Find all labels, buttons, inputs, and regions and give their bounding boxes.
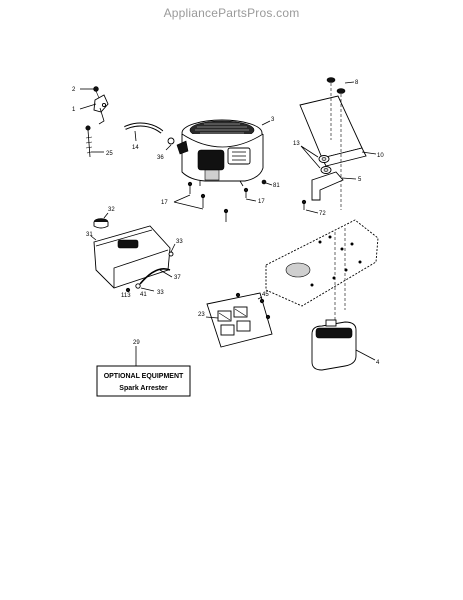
callout-45: 45 (262, 292, 269, 298)
fitting-part (261, 179, 273, 186)
fuel-line-lower-part (125, 243, 176, 293)
callout-25: 25 (106, 151, 113, 157)
frame-plate-part (265, 219, 379, 320)
callout-81: 81 (273, 183, 280, 189)
callout-10: 10 (377, 153, 384, 159)
callout-3: 3 (271, 117, 275, 123)
callout-33-lower: 33 (157, 290, 164, 296)
callout-32: 32 (108, 207, 115, 213)
callout-113: 113 (121, 293, 131, 299)
fuel-tank-part (90, 225, 171, 289)
callout-72: 72 (319, 211, 326, 217)
muffler-part (311, 319, 376, 371)
callout-33-upper: 33 (176, 239, 183, 245)
callout-17-left: 17 (161, 200, 168, 206)
fuel-line-part (124, 122, 164, 142)
fuel-cap-part (93, 212, 109, 229)
upper-bracket-part (299, 95, 377, 167)
callout-36: 36 (157, 155, 164, 161)
bushings-part (300, 145, 332, 174)
callout-29: 29 (133, 340, 140, 346)
callout-1: 1 (72, 107, 76, 113)
lower-bracket-part (311, 171, 357, 201)
callout-2: 2 (72, 87, 76, 93)
engine-mount-bolts-part (173, 181, 257, 222)
callout-14: 14 (132, 145, 139, 151)
bolt-72-part (301, 199, 319, 214)
callout-4: 4 (376, 360, 380, 366)
callout-31: 31 (86, 232, 93, 238)
optional-equipment-title: OPTIONAL EQUIPMENT (104, 373, 184, 380)
callout-37: 37 (174, 275, 181, 281)
mount-nuts-part (326, 77, 355, 210)
callout-23: 23 (198, 312, 205, 318)
heat-shield-part (205, 292, 273, 348)
callout-41: 41 (140, 292, 147, 298)
callout-5: 5 (358, 177, 362, 183)
callout-8: 8 (355, 80, 359, 86)
callout-17-right: 17 (258, 199, 265, 205)
engine-part (165, 119, 271, 187)
throttle-control-part (79, 86, 109, 158)
optional-equipment-subtitle: Spark Arrester (119, 385, 168, 392)
site-watermark: AppliancePartsPros.com (163, 6, 300, 20)
shield-screws-part (235, 292, 271, 320)
optional-equipment-box: OPTIONAL EQUIPMENT Spark Arrester (96, 346, 191, 397)
callout-13: 13 (293, 141, 300, 147)
